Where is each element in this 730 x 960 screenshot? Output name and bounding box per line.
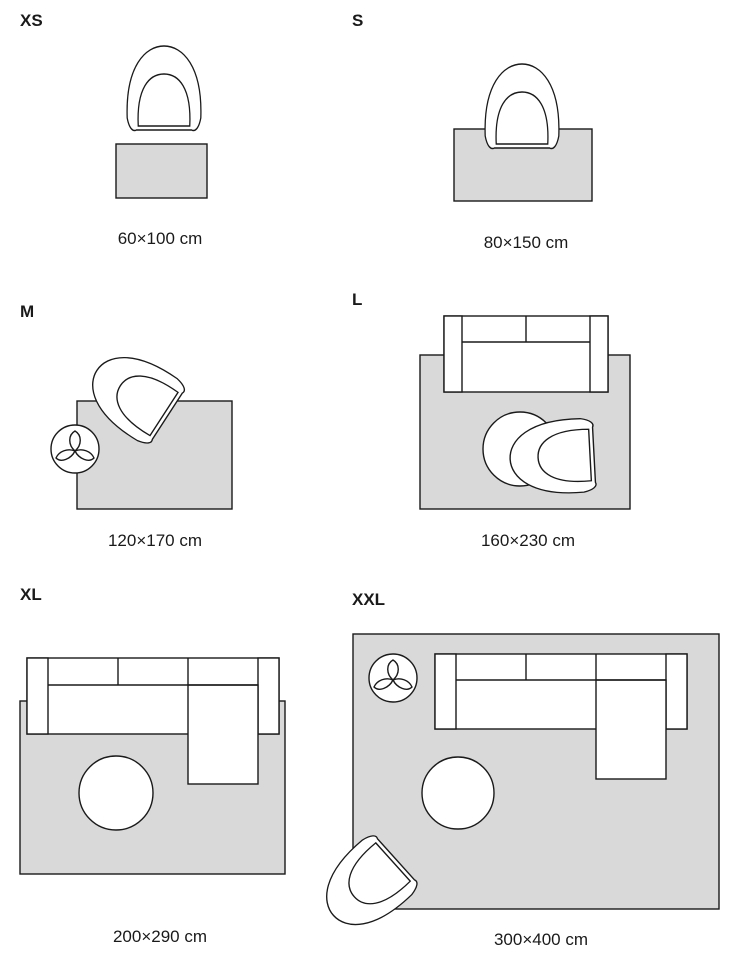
rug-xs — [115, 143, 208, 199]
size-label-xl: XL — [20, 585, 42, 604]
dimension-label-xs: 60×100 cm — [117, 229, 203, 248]
plant-pot-icon — [368, 653, 418, 703]
size-label-m: M — [20, 302, 35, 321]
dimension-label-m: 120×170 cm — [107, 531, 203, 550]
size-label-xxl: XXL — [352, 590, 386, 609]
corner-sofa — [26, 657, 280, 785]
armchair — [126, 45, 202, 132]
plant-pot-icon — [50, 424, 100, 474]
dimension-label-xxl: 300×400 cm — [493, 930, 589, 949]
coffee-table — [421, 756, 495, 830]
rug-s — [453, 128, 593, 202]
plan-xl — [19, 657, 286, 875]
plan-xs — [115, 45, 208, 199]
plan-s — [453, 63, 593, 202]
coffee-table — [78, 755, 154, 831]
dimension-label-s: 80×150 cm — [483, 233, 569, 252]
size-label-s: S — [352, 11, 364, 30]
corner-sofa — [434, 653, 688, 780]
size-label-xs: XS — [20, 11, 43, 30]
armchair — [484, 63, 560, 150]
sofa — [443, 315, 609, 393]
size-label-l: L — [352, 290, 363, 309]
dimension-label-l: 160×230 cm — [480, 531, 576, 550]
dimension-label-xl: 200×290 cm — [112, 927, 208, 946]
plan-m — [50, 338, 233, 510]
plan-xxl — [308, 633, 720, 944]
plan-l — [419, 315, 631, 510]
